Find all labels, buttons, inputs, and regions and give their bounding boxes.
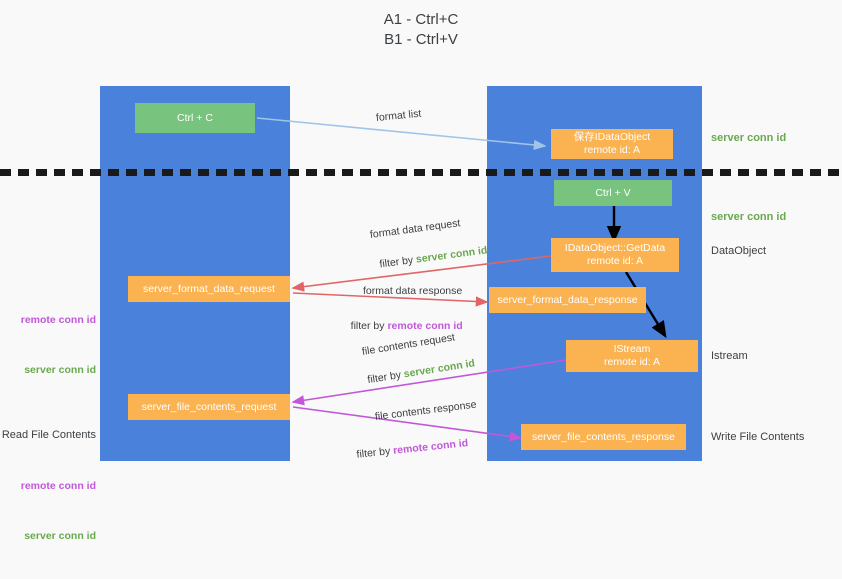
node-server-file-contents-request[interactable]: server_file_contents_request [128, 394, 290, 420]
node-ctrl-v[interactable]: Ctrl + V [554, 180, 672, 206]
node-idataobject-getdata-line-1: remote id: A [586, 255, 644, 267]
node-save-idataobject[interactable]: 保存IDataObject remote id: A [551, 129, 673, 159]
edge-label-file-contents-response-filter: filter by remote conn id [343, 422, 470, 477]
left-server-conn-id-1: server conn id [24, 364, 96, 376]
remote-conn-id-token-2: remote conn id [392, 437, 469, 457]
node-server-format-data-request-line-0: server_format_data_request [143, 282, 275, 295]
node-server-format-data-response-line-0: server_format_data_response [497, 293, 638, 306]
node-idataobject-getdata-line-0: IDataObject::GetData [564, 242, 666, 254]
diagram-canvas: A1 - Ctrl+C B1 - Ctrl+V A1 remote B1 con… [0, 11, 842, 542]
side-label-dataobject: DataObject [711, 245, 767, 257]
node-server-format-data-response[interactable]: server_format_data_response [489, 287, 646, 313]
left-read-file-contents: Read File Contents [1, 429, 96, 441]
node-ctrl-v-line-0: Ctrl + V [595, 186, 631, 199]
left-server-conn-id-2: server conn id [24, 530, 96, 542]
node-server-file-contents-response[interactable]: server_file_contents_response [521, 424, 686, 450]
page-title: A1 - Ctrl+C B1 - Ctrl+V [383, 11, 459, 48]
node-idataobject-getdata[interactable]: IDataObject::GetData remote id: A [551, 238, 679, 272]
left-remote-conn-id-1: remote conn id [20, 314, 96, 326]
filter-by-text-3: filter by [366, 368, 405, 387]
node-istream-line-0: IStream [613, 343, 651, 355]
remote-conn-id-token-1: remote conn id [387, 320, 463, 332]
edge-label-format-list: format list [375, 107, 422, 124]
filter-by-text-2: filter by [350, 320, 388, 332]
filter-by-text-1: filter by [378, 253, 417, 271]
side-label-server-conn-id-top: server conn id [711, 132, 787, 144]
node-save-idataobject-line-1: remote id: A [583, 144, 641, 156]
left-remote-conn-id-2: remote conn id [20, 480, 96, 492]
left-label-read-file-contents-group: Read File Contents remote conn id server… [0, 392, 96, 579]
server-conn-id-token-1: server conn id [415, 244, 488, 266]
node-ctrl-c[interactable]: Ctrl + C [135, 103, 255, 133]
side-label-istream: Istream [711, 350, 748, 362]
node-server-file-contents-response-line-0: server_file_contents_response [531, 430, 675, 443]
phase-divider [0, 169, 842, 176]
edge-label-format-data-response-filter: filter by remote conn id [339, 305, 463, 347]
node-save-idataobject-line-0: 保存IDataObject [573, 131, 651, 143]
side-label-write-file-contents: Write File Contents [711, 431, 805, 443]
server-conn-id-token-2: server conn id [402, 357, 476, 381]
edge-label-file-contents-response: file contents response [374, 398, 478, 423]
edge-label-format-data-response: format data response [363, 285, 463, 297]
node-istream-line-1: remote id: A [603, 356, 661, 368]
side-label-server-conn-id-mid: server conn id [711, 211, 787, 223]
node-server-file-contents-request-line-0: server_file_contents_request [141, 400, 277, 413]
filter-by-text-4: filter by [355, 444, 394, 461]
left-label-conn-ids-1: remote conn id server conn id [0, 277, 96, 413]
node-istream[interactable]: IStream remote id: A [566, 340, 698, 372]
node-ctrl-c-line-0: Ctrl + C [177, 111, 213, 124]
node-server-format-data-request[interactable]: server_format_data_request [128, 276, 290, 302]
